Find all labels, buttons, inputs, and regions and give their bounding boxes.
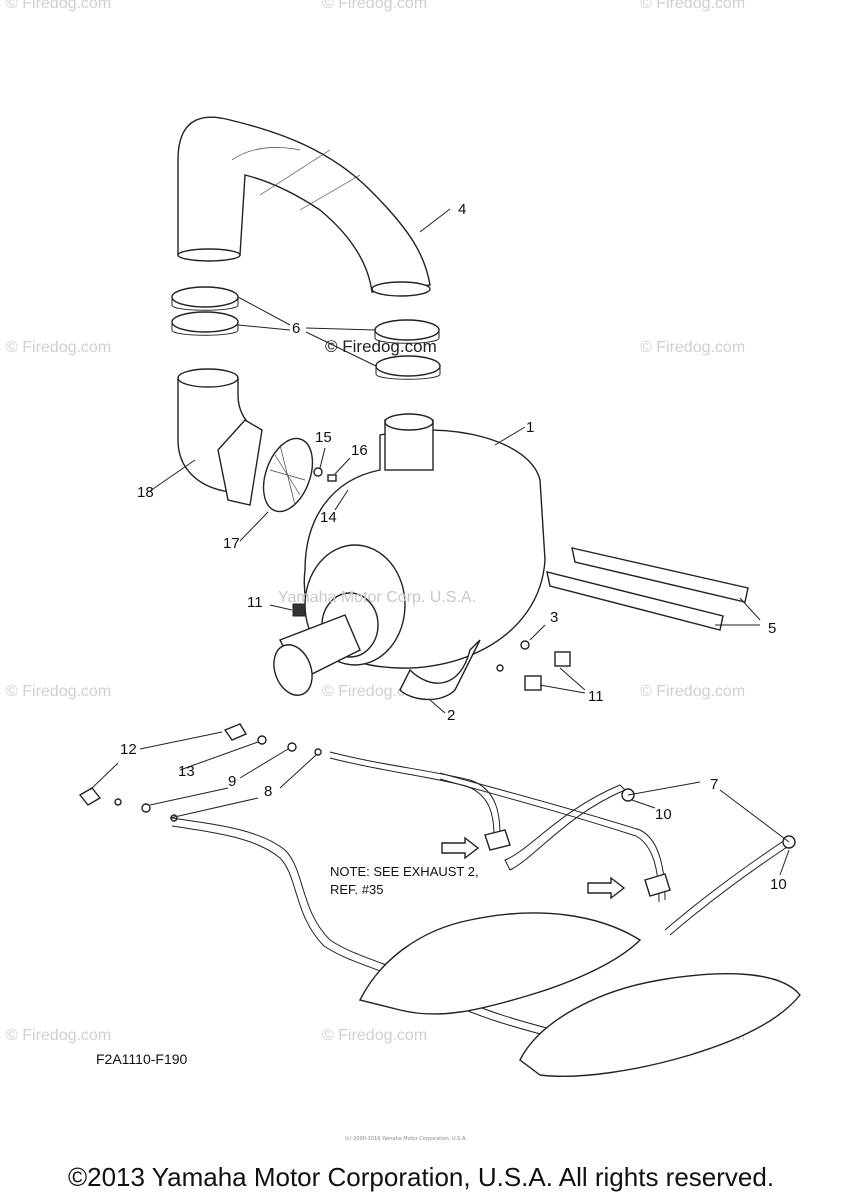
- exhaust-manifolds: [358, 912, 801, 1077]
- callout-3: 3: [550, 609, 558, 626]
- callout-13: 13: [178, 763, 195, 780]
- lower-hose: [171, 817, 611, 1053]
- watermark: © Firedog.com: [322, 0, 427, 12]
- callout-18: 18: [137, 484, 154, 501]
- callout-10: 10: [770, 876, 787, 893]
- watermark: © Firedog.com: [640, 683, 745, 700]
- callout-2: 2: [447, 707, 455, 724]
- yamaha-watermark: Yamaha Motor Corp. U.S.A.: [278, 589, 476, 606]
- callout-12: 12: [120, 741, 137, 758]
- diagram-code: F2A1110-F190: [96, 1051, 188, 1067]
- muffler-part-1: [273, 413, 546, 701]
- note-line-2: REF. #35: [330, 882, 383, 897]
- callout-11: 11: [588, 688, 604, 705]
- callout-1: 1: [526, 419, 534, 436]
- watermark-center: © Firedog.com: [325, 337, 437, 356]
- callout-16: 16: [351, 442, 368, 459]
- watermark: © Firedog.com: [6, 0, 111, 12]
- callout-9: 9: [228, 773, 236, 790]
- watermark: © Firedog.com: [6, 339, 111, 356]
- callout-8: 8: [264, 783, 272, 800]
- exhaust-elbow-part-18: [177, 368, 263, 506]
- exhaust-hose-part-4: [177, 116, 431, 297]
- callout-14: 14: [320, 509, 337, 526]
- flow-arrows: [441, 836, 626, 900]
- callout-15: 15: [315, 429, 332, 446]
- gasket-part-17: [262, 437, 314, 513]
- callout-11: 11: [247, 594, 263, 611]
- callout-5: 5: [768, 620, 776, 637]
- hose-clamps-part-6: [171, 286, 441, 380]
- callout-17: 17: [223, 535, 240, 552]
- callout-7: 7: [710, 776, 718, 793]
- watermark: © Firedog.com: [6, 1027, 111, 1044]
- tiny-notice: (c) 2000-2016 Yamaha Motor Corporation, …: [345, 1136, 467, 1142]
- cooling-hoses-part-7: [329, 751, 796, 936]
- watermark: © Firedog.com: [640, 0, 745, 12]
- straps-part-5: [546, 547, 749, 631]
- note-line-1: NOTE: SEE EXHAUST 2,: [330, 864, 479, 879]
- brackets-part-11: [292, 603, 571, 691]
- leader-lines: [89, 208, 790, 876]
- callout-10: 10: [655, 806, 672, 823]
- watermark: © Firedog.com: [640, 339, 745, 356]
- small-fittings: [78, 723, 322, 822]
- watermark: © Firedog.com: [322, 1027, 427, 1044]
- callout-6: 6: [292, 320, 300, 337]
- watermark: © Firedog.com: [6, 683, 111, 700]
- copyright-footer: ©2013 Yamaha Motor Corporation, U.S.A. A…: [67, 1162, 775, 1192]
- callout-4: 4: [458, 201, 466, 218]
